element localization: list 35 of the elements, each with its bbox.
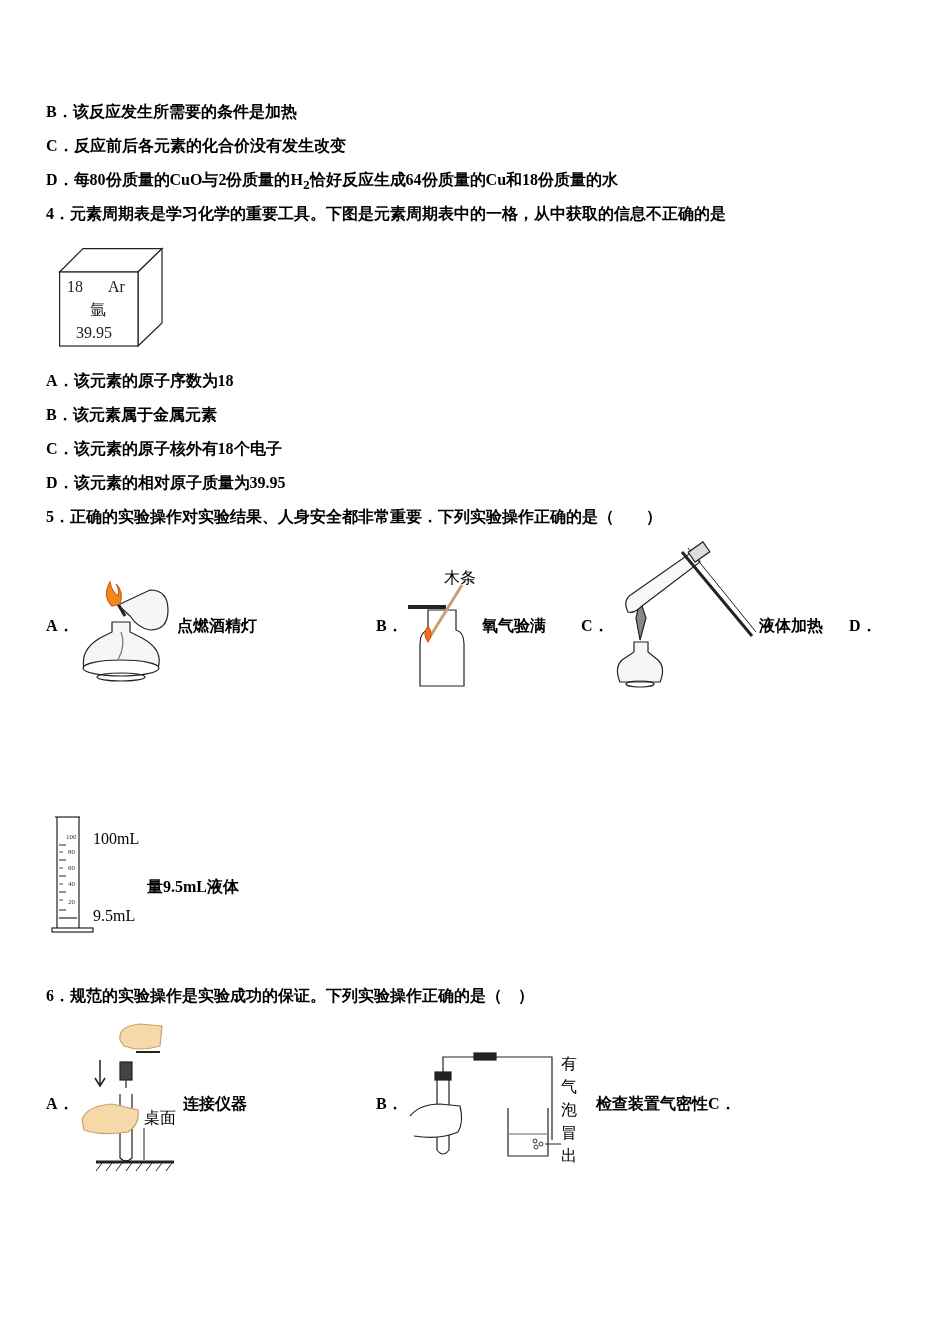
element-name: 氩 <box>90 300 106 320</box>
option-caption: 量9.5mL液体 <box>147 877 239 897</box>
option-text: A．该元素的原子序数为18 <box>46 371 234 391</box>
option-caption: 连接仪器 <box>183 1094 247 1114</box>
leader-line <box>544 1143 562 1145</box>
question-text: 4．元素周期表是学习化学的重要工具。下图是元素周期表中的一格，从中获取的信息不正确的是 <box>46 204 726 224</box>
bubbles-drawing <box>531 1138 545 1150</box>
option-letter: B． <box>376 1094 403 1114</box>
table-label: 桌面 <box>144 1108 176 1128</box>
atomic-mass: 39.95 <box>76 323 112 343</box>
option-text: C．反应前后各元素的化合价没有发生改变 <box>46 136 346 156</box>
atomic-number: 18 <box>67 277 83 297</box>
option-caption: 液体加热 <box>759 616 823 636</box>
stick-label: 木条 <box>444 568 476 588</box>
option-letter: D． <box>849 616 877 636</box>
option-letter: A． <box>46 616 74 636</box>
option-text: D．该元素的相对原子质量为39.95 <box>46 473 286 493</box>
option-text: C．该元素的原子核外有18个电子 <box>46 439 282 459</box>
question-text: 5．正确的实验操作对实验结果、人身安全都非常重要．下列实验操作正确的是（ ） <box>46 507 662 527</box>
option-letter: C． <box>581 616 609 636</box>
option-caption: 氧气验满 <box>482 616 546 636</box>
option-caption: 检查装置气密性C． <box>596 1094 736 1114</box>
option-text: B．该元素属于金属元素 <box>46 405 217 425</box>
option-letter: B． <box>376 616 403 636</box>
table-surface-drawing <box>96 1160 174 1172</box>
question-text: 6．规范的实验操作是实验成功的保证。下列实验操作正确的是（ ） <box>46 986 534 1006</box>
leader-line <box>143 1127 145 1161</box>
volume-label: 9.5mL <box>93 906 136 926</box>
volume-label: 100mL <box>93 829 140 849</box>
element-symbol: Ar <box>108 277 125 297</box>
option-letter: A． <box>46 1094 74 1114</box>
option-text: D．每80份质量的CuO与2份质量的H$_{2}$恰好反应生成64份质量的Cu和18份质量的水 <box>46 170 619 195</box>
bubble-note: 有气泡冒出 <box>561 1052 578 1167</box>
option-text: B．该反应发生所需要的条件是加热 <box>46 102 297 122</box>
option-caption: 点燃酒精灯 <box>177 616 257 636</box>
